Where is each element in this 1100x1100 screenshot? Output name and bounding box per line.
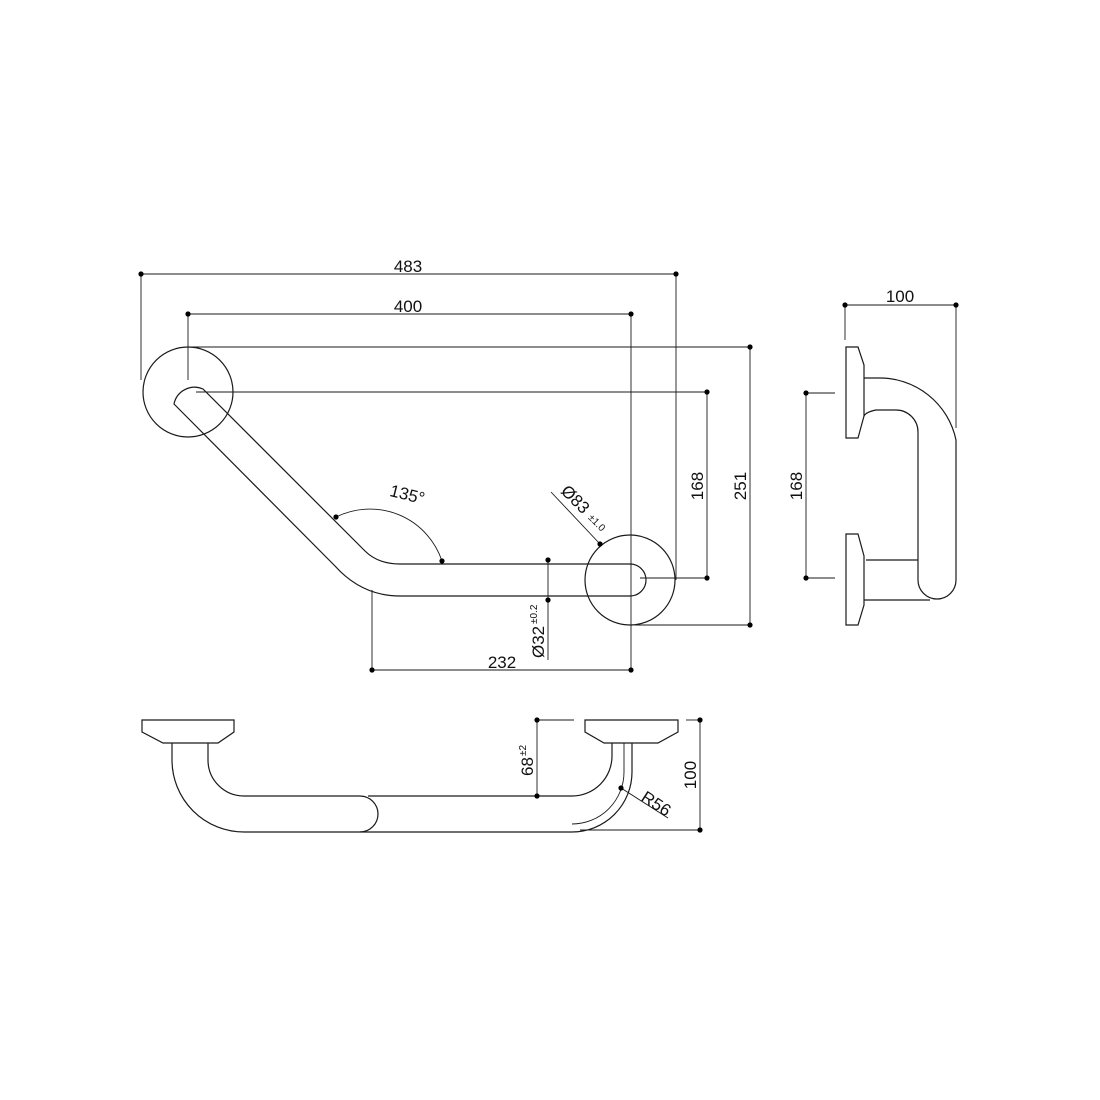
dim-tube-diameter: Ø32 bbox=[529, 626, 548, 658]
front-radius-arc bbox=[571, 743, 625, 825]
dim-straight-length: 232 bbox=[488, 653, 516, 672]
front-dim-projection: 68 bbox=[518, 757, 537, 776]
dim-tube-tolerance: ±0.2 bbox=[529, 604, 540, 624]
top-view: 483 400 251 168 135° Ø83 ±1.0 bbox=[138, 257, 753, 673]
side-dim-center-height: 168 bbox=[787, 472, 806, 500]
right-flange bbox=[584, 534, 676, 626]
dim-center-height: 168 bbox=[688, 472, 707, 500]
bar-outline bbox=[173, 386, 647, 597]
side-tube bbox=[863, 377, 957, 600]
side-upper-flange bbox=[845, 346, 865, 439]
front-left-flange bbox=[141, 719, 235, 744]
side-view: 100 168 bbox=[787, 287, 959, 626]
dim-flange-diameter: Ø83 bbox=[557, 481, 593, 517]
dim-center-width: 400 bbox=[394, 297, 422, 316]
dim-flange-tolerance: ±1.0 bbox=[585, 513, 607, 535]
front-tube-right bbox=[360, 743, 633, 833]
dim-angle: 135° bbox=[388, 481, 427, 508]
front-right-flange bbox=[584, 719, 679, 744]
front-dim-radius: R56 bbox=[638, 787, 675, 820]
angle-arc bbox=[335, 508, 443, 562]
front-tube-left bbox=[171, 743, 379, 833]
front-dim-projection-tol: ±2 bbox=[518, 745, 529, 756]
front-view: 68 ±2 R56 100 bbox=[141, 717, 703, 833]
side-lower-flange bbox=[845, 533, 865, 626]
dim-overall-height: 251 bbox=[731, 472, 750, 500]
front-dim-depth: 100 bbox=[681, 761, 700, 789]
dim-overall-width: 483 bbox=[394, 257, 422, 276]
side-dim-depth: 100 bbox=[886, 287, 914, 306]
